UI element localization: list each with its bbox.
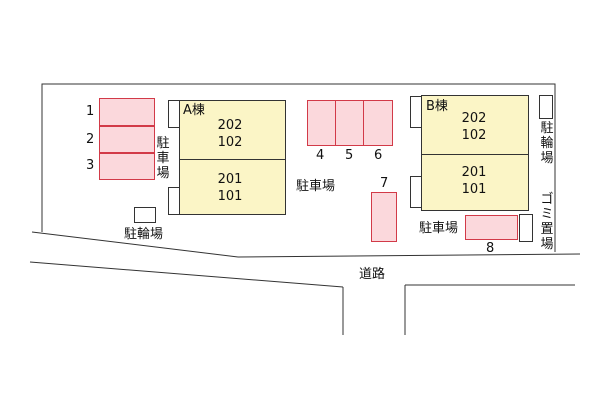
parking-stall-8: [465, 215, 518, 240]
road-label: 道路: [359, 267, 386, 282]
parking-label-left: 駐車場: [156, 136, 170, 181]
parking-stall-5: [335, 100, 364, 146]
building-b-unit-202: 202: [461, 111, 487, 126]
parking-number-5: 5: [345, 148, 354, 163]
parking-number-4: 4: [316, 148, 325, 163]
building-b: [421, 95, 529, 211]
building-a: [179, 100, 286, 215]
road-edge-left-top: [29, 261, 344, 288]
building-b-unit-201: 201: [461, 165, 487, 180]
parking-number-7: 7: [380, 176, 389, 191]
property-boundary-bottom: [31, 231, 239, 258]
parking-stall-2: [99, 126, 155, 153]
parking-number-6: 6: [374, 148, 383, 163]
bike-parking-right: [539, 95, 553, 119]
parking-stall-6: [363, 100, 393, 146]
bike-parking-label-right: 駐輪場: [540, 121, 554, 166]
building-b-unit-102: 102: [461, 128, 487, 143]
parking-number-2: 2: [86, 132, 95, 147]
garbage-area-label: ゴミ置場: [540, 192, 554, 252]
building-b-label: B棟: [426, 99, 448, 114]
parking-label-right: 駐車場: [419, 221, 459, 236]
building-b-unit-101: 101: [461, 182, 487, 197]
building-a-unit-102: 102: [217, 135, 243, 150]
parking-number-8: 8: [486, 241, 495, 256]
parking-number-1: 1: [86, 104, 95, 119]
building-a-unit-202: 202: [217, 118, 243, 133]
parking-stall-3: [99, 153, 155, 180]
building-a-label: A棟: [183, 103, 205, 118]
parking-stall-1: [99, 98, 155, 126]
building-a-unit-201: 201: [217, 172, 243, 187]
parking-label-center: 駐車場: [296, 179, 336, 194]
building-a-unit-101: 101: [217, 189, 243, 204]
parking-number-3: 3: [86, 158, 95, 173]
parking-stall-4: [307, 100, 336, 146]
bike-parking-left: [134, 207, 156, 223]
property-boundary-bottom-right: [237, 253, 581, 258]
bike-parking-label-left: 駐輪場: [124, 227, 164, 242]
garbage-area: [519, 214, 533, 242]
parking-stall-7: [371, 192, 397, 242]
property-boundary: [41, 83, 556, 252]
